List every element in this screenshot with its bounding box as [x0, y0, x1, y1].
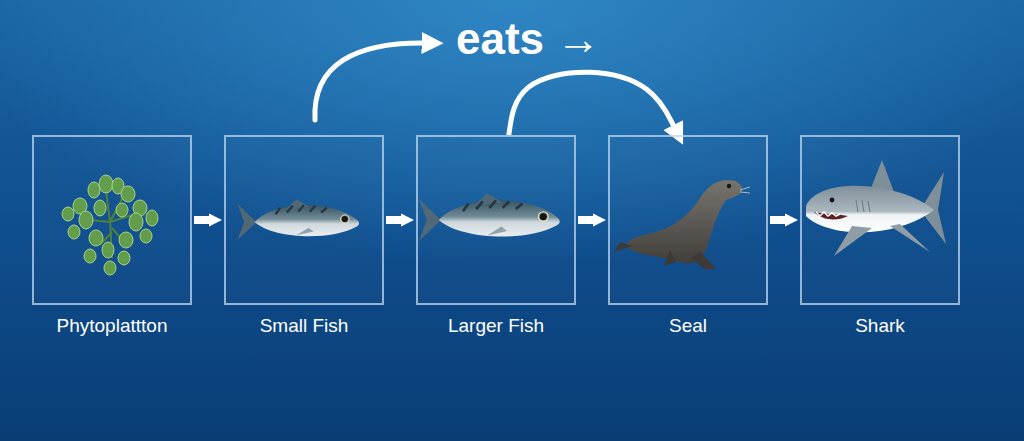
organism-label: Phytoplattton: [57, 315, 168, 337]
chain-arrow: [194, 216, 209, 224]
chain-arrow: [386, 216, 401, 224]
chain-arrow: [770, 216, 785, 224]
eats-pointer-arrow: [315, 43, 426, 120]
organism-label: Seal: [669, 315, 707, 337]
food-chain-box: Phytoplattton: [32, 135, 192, 305]
relation-label: eats →: [456, 14, 600, 64]
organism-label: Shark: [855, 315, 905, 337]
food-chain-box: Small Fish: [224, 135, 384, 305]
food-chain-box: Larger Fish: [416, 135, 576, 305]
organism-label: Small Fish: [260, 315, 349, 337]
food-chain-box: Shark: [800, 135, 960, 305]
curved-eats-arrow: [509, 72, 675, 135]
organism-label: Larger Fish: [448, 315, 544, 337]
food-chain-box: Seal: [608, 135, 768, 305]
chain-arrow: [578, 216, 593, 224]
